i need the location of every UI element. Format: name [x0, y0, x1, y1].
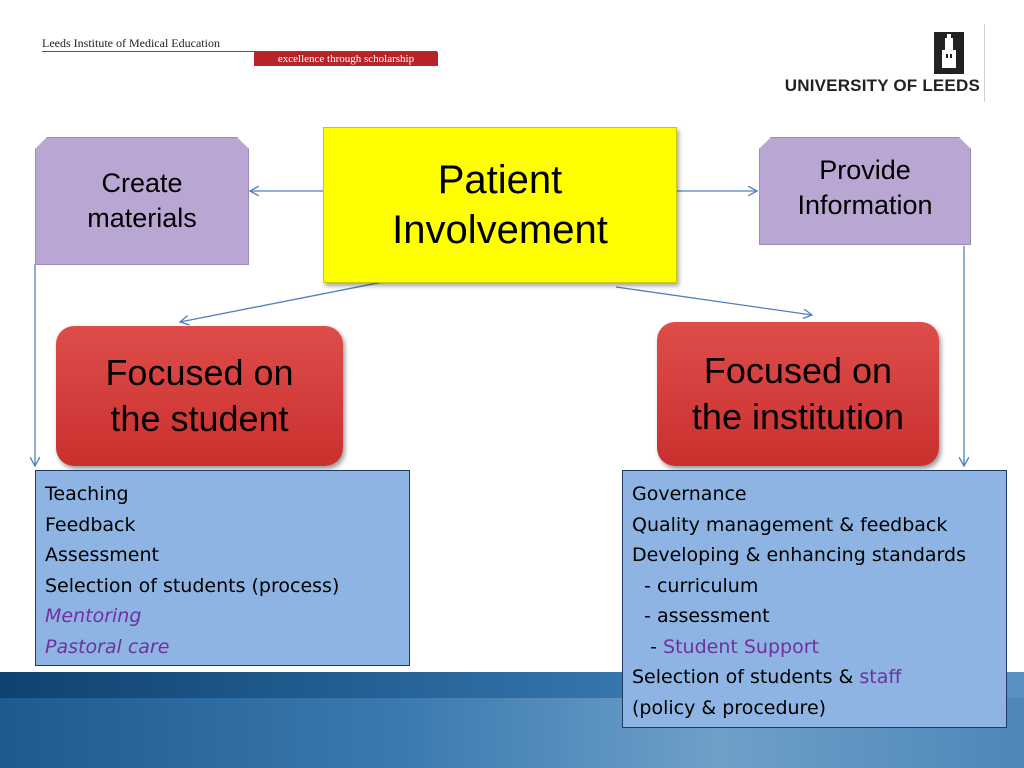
arrow-to-institution-focus	[615, 286, 812, 315]
create-line2: materials	[87, 203, 197, 233]
institution-focus-line2: the institution	[691, 396, 905, 437]
patient-involvement-box: Patient Involvement	[323, 127, 677, 283]
list-item: Feedback	[45, 513, 136, 536]
list-item: Quality management & feedback	[632, 513, 948, 536]
list-item: - curriculum	[632, 574, 759, 597]
list-item: Selection of students (process)	[45, 574, 340, 597]
create-materials-box: Create materials	[35, 137, 249, 265]
university-crest-icon	[934, 32, 964, 74]
provide-line1: Provide	[819, 154, 911, 185]
student-focus-line1: Focused on	[105, 351, 294, 393]
student-focus-line2: the student	[110, 398, 289, 439]
list-item: Developing & enhancing standards	[632, 544, 966, 566]
create-line1: Create	[101, 167, 183, 198]
student-activities-list: Teaching Feedback Assessment Selection o…	[35, 470, 410, 666]
header-rule	[42, 51, 437, 52]
institute-tagline: excellence through scholarship	[254, 52, 438, 66]
institution-activities-list: Governance Quality management & feedback…	[622, 470, 1007, 728]
list-item: - assessment	[632, 605, 770, 627]
provide-line2: Information	[797, 190, 933, 220]
institution-focus-line1: Focused on	[703, 349, 893, 391]
list-item: - Student Support	[632, 632, 1006, 663]
list-item: Mentoring	[45, 605, 142, 627]
list-item: Governance	[632, 483, 747, 505]
university-logo: UNIVERSITY OF LEEDS	[744, 24, 985, 102]
focused-on-institution-box: Focused on the institution	[657, 322, 939, 466]
list-item: Selection of students & staff	[632, 662, 1006, 693]
institute-name: Leeds Institute of Medical Education	[42, 36, 220, 50]
focused-on-student-box: Focused on the student	[56, 326, 343, 466]
staff-text: staff	[859, 666, 902, 688]
arrow-to-student-focus	[180, 281, 384, 322]
support-prefix: -	[632, 635, 664, 658]
list-item: Teaching	[45, 483, 129, 505]
center-line2: Involvement	[392, 208, 608, 252]
student-support-text: Student Support	[663, 635, 819, 658]
list-item: (policy & procedure)	[632, 696, 827, 719]
provide-information-box: Provide Information	[759, 137, 971, 245]
center-line1: Patient	[437, 158, 563, 202]
list-item: Assessment	[45, 544, 159, 566]
university-name: UNIVERSITY OF LEEDS	[784, 76, 980, 95]
list-item: Pastoral care	[45, 635, 170, 658]
selection-prefix: Selection of students &	[632, 666, 860, 688]
